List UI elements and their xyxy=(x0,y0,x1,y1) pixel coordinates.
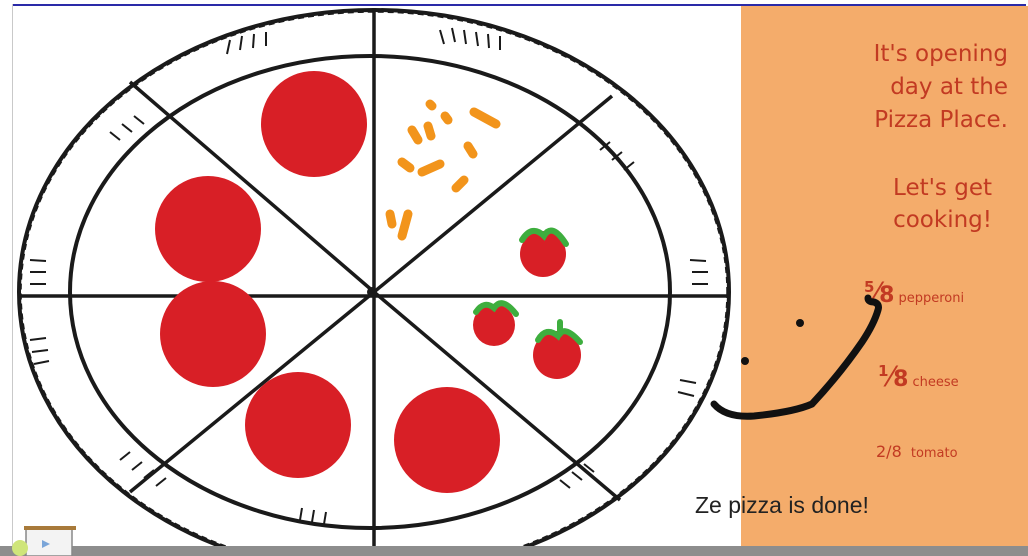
bottom-scrollbar[interactable] xyxy=(0,546,1028,556)
presenter-icon[interactable] xyxy=(12,522,76,556)
status-message: Ze pizza is done! xyxy=(695,492,869,519)
